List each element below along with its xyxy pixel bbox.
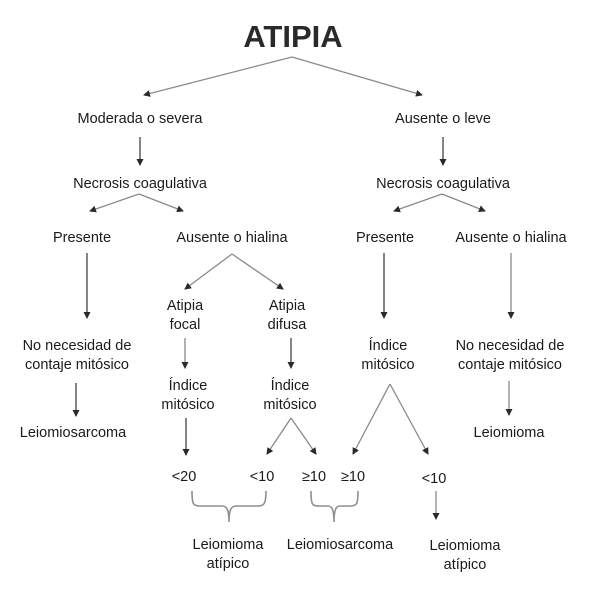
outcome-leiomioma-atipico-line2: atípico [207,556,250,572]
arrow-necrosis-left-ausente [138,193,184,213]
diagram-title: ATIPIA [243,19,342,54]
arrow-necrosis-left-presente [89,193,140,213]
node-indice-focal-line1: Índice [169,377,208,394]
node-presente-right: Presente [356,230,414,246]
arrow-to-ausente-leve [291,56,423,97]
brace-leiomioma-atipico [191,490,267,523]
value-right-ge10: ≥10 [341,469,365,485]
node-necrosis-right: Necrosis coagulativa [376,176,511,192]
arrow-necrosis-right-presente [393,193,443,213]
node-leiomioma: Leiomioma [474,425,546,441]
node-atipia-focal-line2: focal [170,317,201,333]
node-indice-difusa-line2: mitósico [263,397,316,413]
brace-leiomiosarcoma [310,490,359,523]
arrow-necrosis-right-ausente [441,193,486,213]
node-atipia-difusa-line1: Atipia [269,298,306,314]
node-ausente-hialina-left: Ausente o hialina [176,230,288,246]
outcome-leiomioma-atipico-line1: Leiomioma [193,537,265,553]
node-indice-focal-line2: mitósico [161,397,214,413]
node-indice-difusa-line1: Índice [271,377,310,394]
node-no-contaje-left-line2: contaje mitósico [25,357,129,373]
arrow-to-moderada [143,56,293,97]
node-leiomioma-atipico-right-line2: atípico [444,557,487,573]
split-arrows-atipia [143,56,423,97]
arrow-indice-difusa-to-lt10 [266,417,292,455]
value-difusa-ge10: ≥10 [302,469,326,485]
node-atipia-difusa-line2: difusa [268,317,308,333]
arrow-indice-difusa-to-ge10 [290,417,317,455]
arrow-indice-right-to-ge10 [352,383,391,455]
arrow-to-atipia-focal [184,253,233,290]
node-leiomiosarcoma-left: Leiomiosarcoma [20,425,127,441]
node-necrosis-left: Necrosis coagulativa [73,176,208,192]
node-ausente-hialina-right: Ausente o hialina [455,230,567,246]
node-ausente-leve: Ausente o leve [395,111,491,127]
node-moderada-severa: Moderada o severa [78,111,204,127]
node-leiomioma-atipico-right-line1: Leiomioma [430,538,502,554]
node-no-contaje-left-line1: No necesidad de [23,338,132,354]
node-presente-left: Presente [53,230,111,246]
node-no-contaje-right-line1: No necesidad de [456,338,565,354]
value-right-lt10: <10 [422,471,447,487]
arrow-indice-right-to-lt10 [389,383,429,455]
node-indice-right-line2: mitósico [361,357,414,373]
node-indice-right-line1: Índice [369,337,408,354]
value-difusa-lt10: <10 [250,469,275,485]
outcome-leiomiosarcoma: Leiomiosarcoma [287,537,394,553]
value-focal-lt20: <20 [172,469,197,485]
node-atipia-focal-line1: Atipia [167,298,204,314]
arrow-to-atipia-difusa [231,253,284,290]
node-no-contaje-right-line2: contaje mitósico [458,357,562,373]
